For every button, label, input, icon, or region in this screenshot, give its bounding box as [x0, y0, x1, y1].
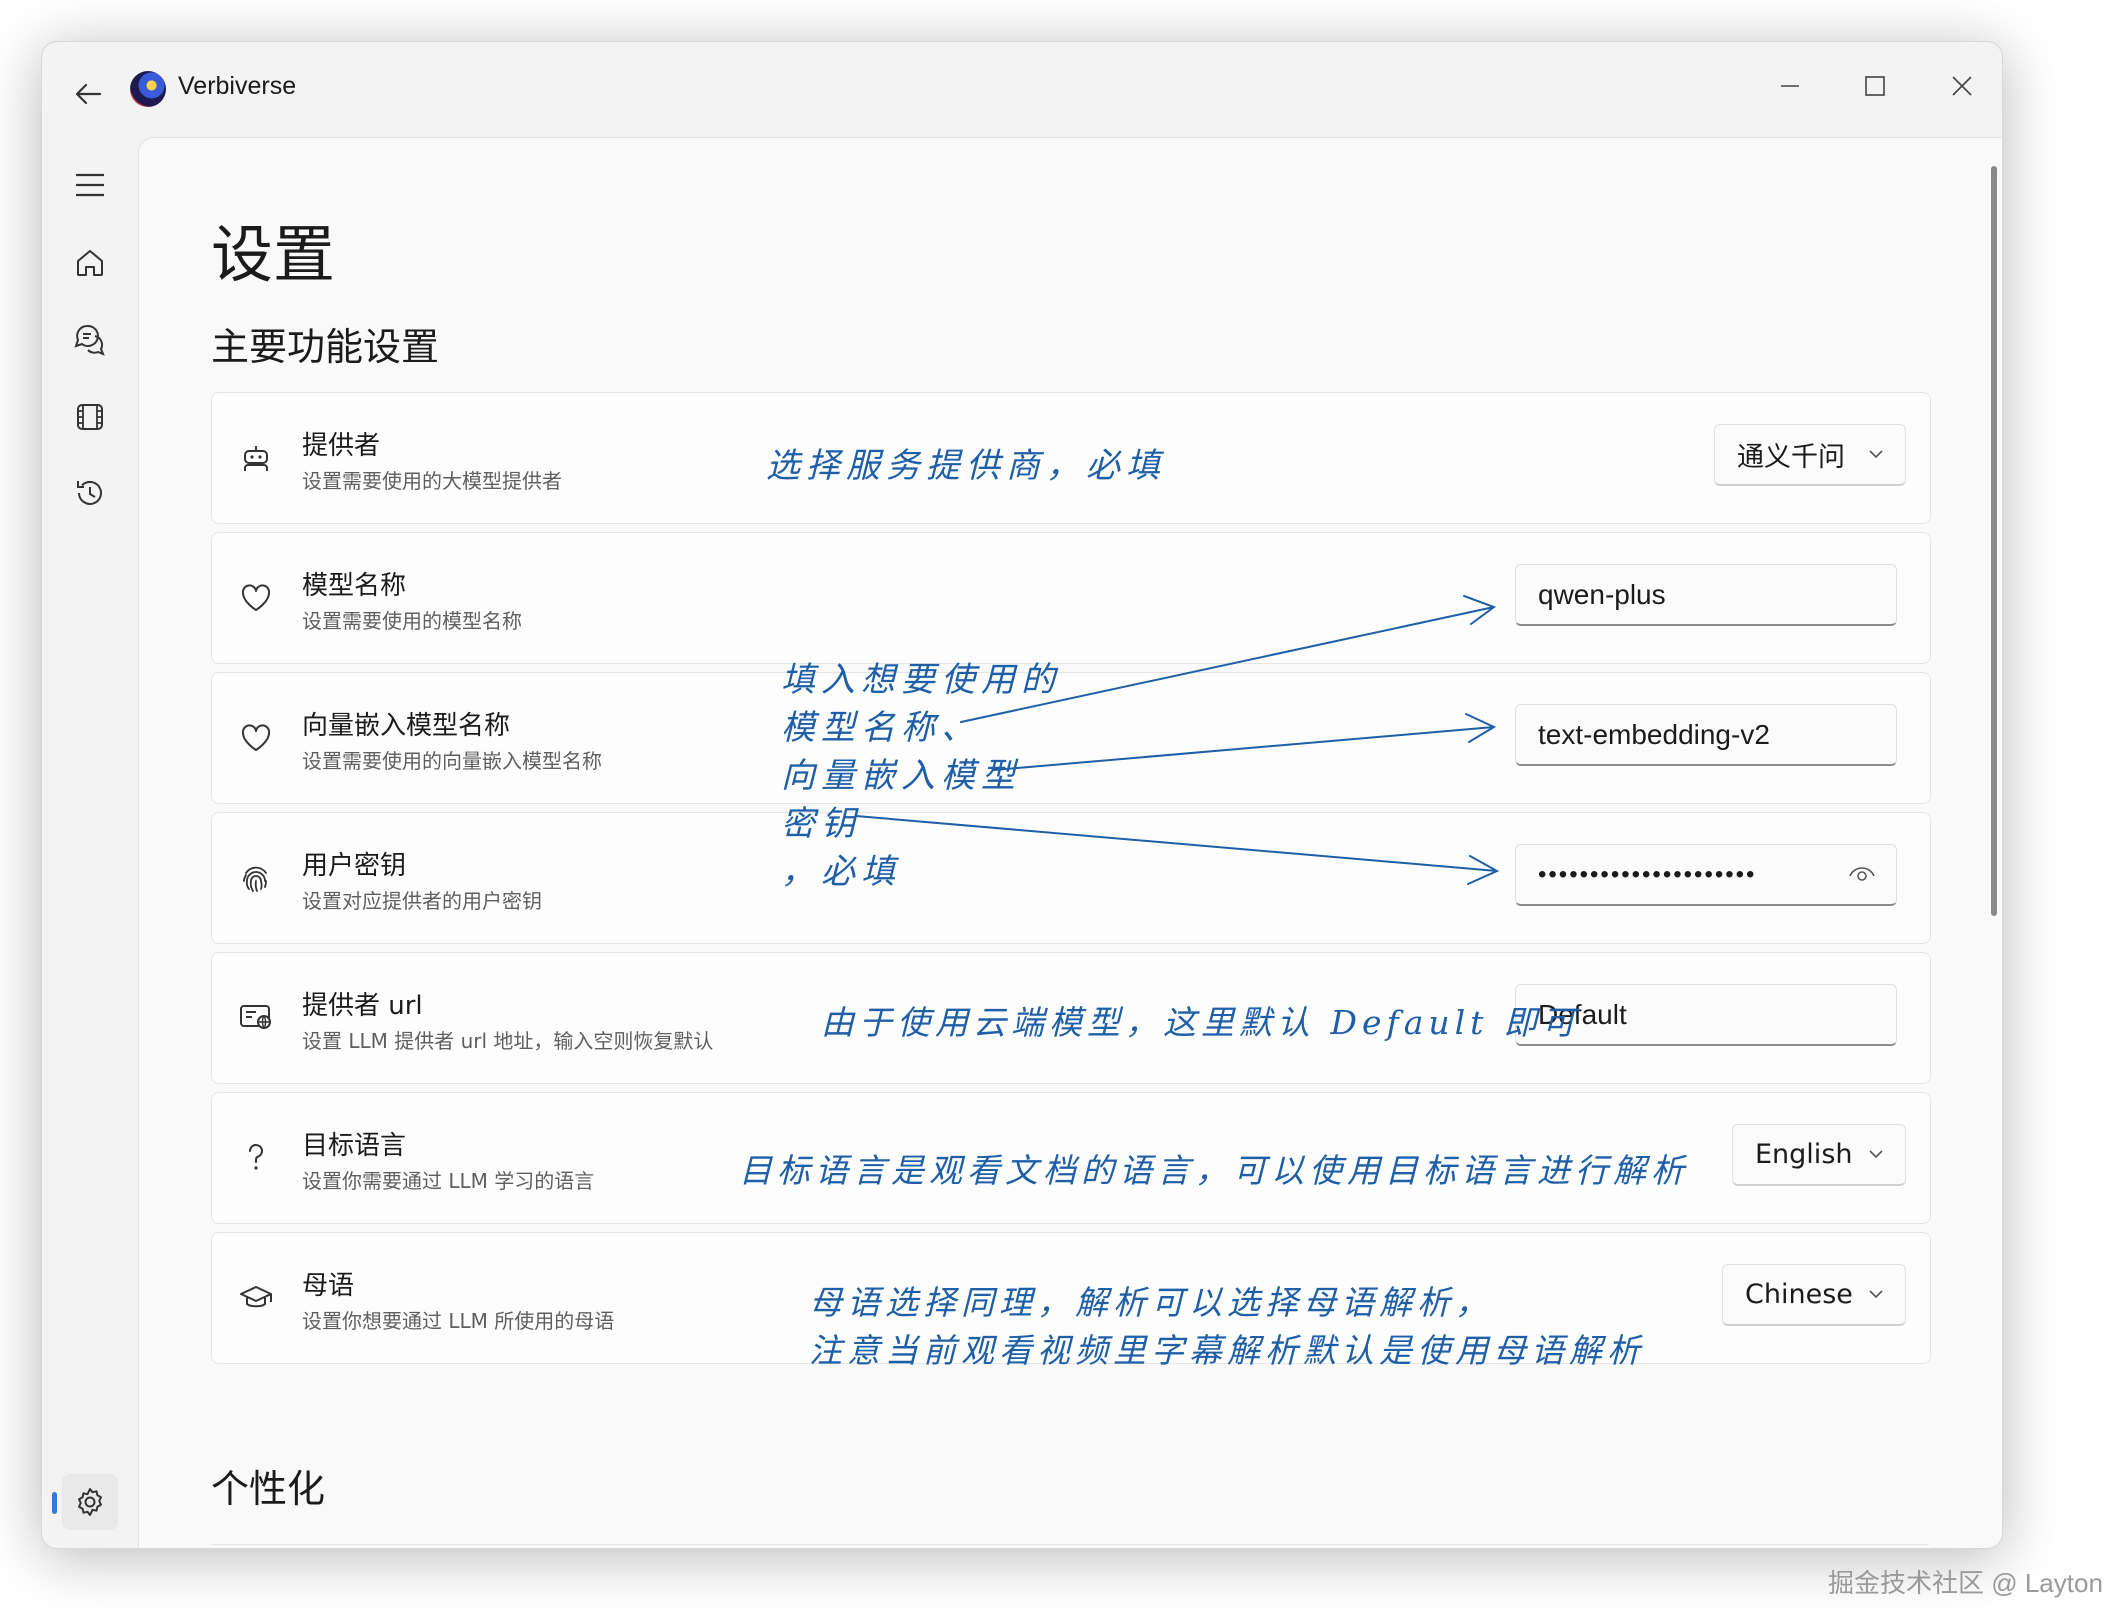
chevron-down-icon [1869, 1290, 1883, 1299]
hamburger-icon [76, 173, 104, 197]
setting-title: 提供者 url [302, 991, 423, 1021]
robot-icon [236, 438, 276, 478]
setting-card-embedding-model: 向量嵌入模型名称 设置需要使用的向量嵌入模型名称 text-embedding-… [211, 672, 1931, 804]
nav-history[interactable] [62, 465, 118, 521]
annotation-arrows [855, 595, 1500, 885]
masked-password: ••••••••••••••••••••• [1538, 860, 1757, 888]
mortarboard-icon [236, 1278, 276, 1318]
gear-icon [78, 1488, 102, 1516]
navigation-rail [42, 137, 138, 1548]
setting-title: 目标语言 [302, 1131, 407, 1161]
title-bar: Verbiverse [42, 42, 2002, 137]
nav-home[interactable] [62, 235, 118, 291]
setting-description: 设置需要使用的大模型提供者 [302, 469, 562, 493]
back-button[interactable] [68, 74, 108, 114]
history-icon [77, 480, 102, 505]
setting-title: 模型名称 [302, 571, 407, 601]
nav-chat[interactable] [62, 311, 118, 367]
setting-card-target-language: 目标语言 设置你需要通过 LLM 学习的语言 English [211, 1092, 1931, 1224]
heart-icon [236, 578, 276, 618]
settings-page: 设置 主要功能设置 提供者 设置需要使用的大模型提供者 通义千问 模型名称 设置… [138, 137, 2002, 1548]
setting-card-provider: 提供者 设置需要使用的大模型提供者 通义千问 [211, 392, 1931, 524]
app-logo-icon [130, 71, 166, 107]
menu-button[interactable] [62, 157, 118, 213]
app-window: Verbiverse 设置 主要功能 [41, 41, 2003, 1549]
annotation-model-line4: 密钥 [781, 804, 861, 844]
setting-description: 设置你需要通过 LLM 学习的语言 [302, 1169, 595, 1193]
setting-description: 设置对应提供者的用户密钥 [302, 889, 542, 913]
maximize-button[interactable] [1845, 60, 1905, 112]
minimize-button[interactable] [1760, 60, 1820, 112]
combobox-value: English [1755, 1139, 1853, 1170]
api-key-input[interactable]: ••••••••••••••••••••• [1515, 844, 1897, 906]
watermark: 掘金技术社区 @ Layton [1828, 1568, 2103, 1598]
close-button[interactable] [1932, 60, 1992, 112]
target-language-combobox[interactable]: English [1732, 1124, 1906, 1186]
app-title: Verbiverse [178, 72, 297, 100]
annotation-model-line3: 向量嵌入模型 [781, 756, 1021, 796]
setting-description: 设置需要使用的向量嵌入模型名称 [302, 749, 602, 773]
combobox-value: Chinese [1745, 1279, 1853, 1310]
vertical-scrollbar[interactable] [1991, 166, 1997, 916]
fingerprint-icon [236, 858, 276, 898]
setting-description: 设置 LLM 提供者 url 地址，输入空则恢复默认 [302, 1029, 714, 1053]
setting-card-model-name: 模型名称 设置需要使用的模型名称 qwen-plus [211, 532, 1931, 664]
setting-title: 提供者 [302, 431, 381, 461]
chevron-down-icon [1869, 450, 1883, 459]
setting-card-provider-url: 提供者 url 设置 LLM 提供者 url 地址，输入空则恢复默认 Defau… [211, 952, 1931, 1084]
chat-icon [74, 324, 105, 356]
divider [211, 1544, 1929, 1545]
url-icon [236, 998, 276, 1038]
heart-icon [236, 718, 276, 758]
setting-title: 向量嵌入模型名称 [302, 711, 511, 741]
maximize-icon [1865, 76, 1885, 96]
minimize-icon [1781, 85, 1799, 87]
setting-title: 用户密钥 [302, 851, 407, 881]
section-title-main: 主要功能设置 [211, 325, 440, 369]
embedding-model-input[interactable]: text-embedding-v2 [1515, 704, 1897, 766]
annotation-model-line5: ，必填 [781, 852, 901, 892]
arrow-to-embedding-model [993, 713, 1497, 771]
setting-card-native-language: 母语 设置你想要通过 LLM 所使用的母语 Chinese [211, 1232, 1931, 1364]
home-icon [77, 250, 103, 276]
native-language-combobox[interactable]: Chinese [1722, 1264, 1906, 1326]
provider-combobox[interactable]: 通义千问 [1714, 424, 1906, 486]
setting-title: 母语 [302, 1271, 355, 1301]
question-icon [236, 1138, 276, 1178]
arrow-to-api-key [855, 815, 1500, 885]
annotation-native-line1: 母语选择同理，解析可以选择母语解析， [809, 1283, 1493, 1322]
annotation-url: 由于使用云端模型，这里默认 Default 即可 [821, 1003, 1580, 1042]
annotation-model-line2: 模型名称、 [781, 708, 981, 748]
annotation-model-line1: 填入想要使用的 [781, 660, 1061, 700]
nav-settings[interactable] [52, 1474, 118, 1530]
model-name-input[interactable]: qwen-plus [1515, 564, 1897, 626]
combobox-value: 通义千问 [1737, 442, 1845, 473]
chevron-down-icon [1869, 1150, 1883, 1159]
annotation-native-line2: 注意当前观看视频里字幕解析默认是使用母语解析 [809, 1331, 1645, 1370]
setting-description: 设置你想要通过 LLM 所使用的母语 [302, 1309, 615, 1333]
eye-icon[interactable] [1848, 863, 1876, 885]
setting-description: 设置需要使用的模型名称 [302, 609, 522, 633]
section-title-personalize: 个性化 [211, 1467, 326, 1511]
provider-url-input[interactable]: Default [1515, 984, 1897, 1046]
annotation-provider: 选择服务提供商，必填 [766, 446, 1166, 486]
annotation-target: 目标语言是观看文档的语言，可以使用目标语言进行解析 [739, 1151, 1689, 1190]
page-title: 设置 [211, 218, 336, 291]
film-icon [77, 404, 103, 430]
nav-video[interactable] [62, 389, 118, 445]
close-icon [1952, 76, 1972, 96]
arrow-to-model-name [960, 595, 1497, 723]
back-arrow-icon [75, 83, 102, 105]
